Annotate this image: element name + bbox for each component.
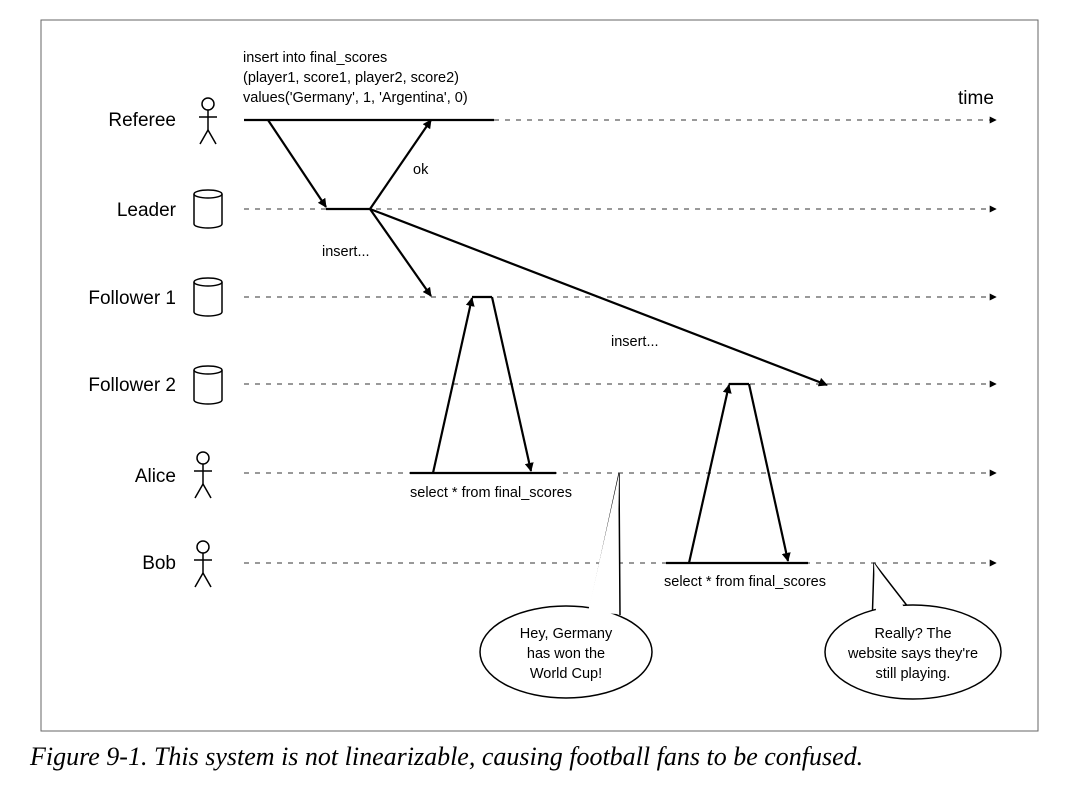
alice-speech-bubble <box>479 473 653 699</box>
referee-stick-figure-icon <box>199 97 217 145</box>
arrow-leader-to-follower-1 <box>369 208 432 297</box>
arrow-referee-to-leader <box>267 119 327 208</box>
arrow-leader-ok-to-referee <box>369 119 432 210</box>
lane-label-alice: Alice <box>135 466 176 487</box>
arrow-leader-to-follower-2 <box>369 207 828 387</box>
lane-label-follower-1: Follower 1 <box>88 288 176 309</box>
insert-follower-1-label: insert... <box>322 244 370 260</box>
bob-stick-figure-icon <box>194 540 212 588</box>
arrow-follower-2-to-bob <box>747 383 791 562</box>
follower-1-database-icon <box>193 277 223 317</box>
bob-select-query: select * from final_scores <box>664 574 826 590</box>
bob-bubble-line-2: website says they're <box>847 646 978 662</box>
arrow-alice-to-follower-1 <box>431 297 475 474</box>
alice-bubble-line-3: World Cup! <box>530 666 602 682</box>
lane-label-referee: Referee <box>108 110 176 131</box>
follower-2-database-icon <box>193 365 223 405</box>
alice-bubble-line-2: has won the <box>527 646 605 662</box>
time-axis-label: time <box>958 88 994 109</box>
alice-bubble-line-1: Hey, Germany <box>520 626 613 642</box>
arrow-bob-to-follower-2 <box>687 384 732 564</box>
alice-select-query: select * from final_scores <box>410 485 572 501</box>
figure-caption: Figure 9-1. This system is not lineariza… <box>30 742 864 771</box>
lane-label-leader: Leader <box>117 200 177 221</box>
alice-stick-figure-icon <box>194 451 212 499</box>
insert-follower-2-label: insert... <box>611 334 659 350</box>
bob-bubble-line-3: still playing. <box>876 666 951 682</box>
bob-bubble-line-1: Really? The <box>874 626 951 642</box>
lane-label-follower-2: Follower 2 <box>88 375 176 396</box>
leader-database-icon <box>193 189 223 229</box>
insert-query-line-3: values('Germany', 1, 'Argentina', 0) <box>243 90 468 106</box>
figure-frame <box>40 19 1039 732</box>
arrow-follower-1-to-alice <box>490 296 534 472</box>
lane-label-bob: Bob <box>142 553 176 574</box>
insert-query-line-1: insert into final_scores <box>243 50 387 66</box>
insert-query-line-2: (player1, score1, player2, score2) <box>243 70 459 86</box>
ok-message-label: ok <box>413 162 429 178</box>
bob-speech-bubble <box>824 562 1002 700</box>
